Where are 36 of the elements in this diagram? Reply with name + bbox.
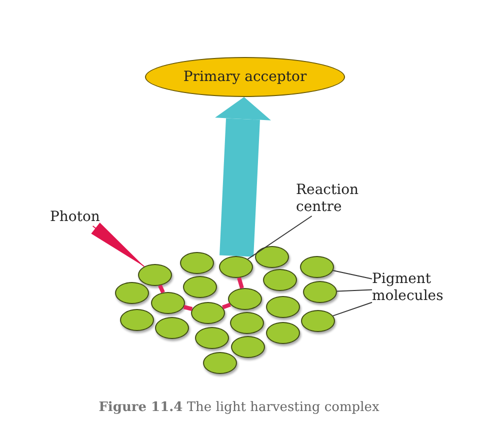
pigment-ellipse — [191, 302, 225, 324]
wedge-arrow — [91, 222, 145, 267]
pigment-ellipse — [219, 256, 253, 278]
leader-line — [247, 216, 312, 260]
pigment-ellipse — [263, 269, 297, 291]
pigment-ellipse — [203, 352, 237, 374]
pigment-ellipse — [301, 310, 335, 332]
leader-line — [332, 270, 372, 280]
leader-line — [332, 302, 372, 316]
energy-path-line — [222, 302, 231, 310]
pigment-ellipse — [266, 296, 300, 318]
pigment-ellipse — [231, 336, 265, 358]
pigment-ellipse — [228, 288, 262, 310]
energy-path-line — [158, 284, 165, 294]
pigment-ellipse — [115, 282, 149, 304]
pigment-ellipse — [120, 309, 154, 331]
callout-label: Reaction centre — [296, 182, 378, 216]
pigment-ellipse — [255, 246, 289, 268]
pigment-ellipse — [138, 264, 172, 286]
pigment-ellipse — [266, 322, 300, 344]
pigment-ellipse — [180, 252, 214, 274]
pigment-ellipse — [151, 292, 185, 314]
pigment-ellipse — [195, 327, 229, 349]
block-arrow — [215, 97, 271, 257]
pigment-ellipse — [230, 312, 264, 334]
acceptor-oval: Primary acceptor — [145, 57, 345, 97]
pigment-ellipse — [183, 276, 217, 298]
leader-line — [336, 289, 372, 292]
callout-label: Pigment molecules — [372, 271, 456, 305]
pigment-ellipse — [300, 256, 334, 278]
pigment-ellipse — [155, 317, 189, 339]
pigment-ellipse — [303, 281, 337, 303]
energy-path-line — [237, 277, 244, 289]
callout-label: Photon — [50, 209, 114, 226]
figure-caption: Figure 11.4 The light harvesting complex — [98, 400, 380, 415]
energy-path-line — [183, 305, 193, 311]
